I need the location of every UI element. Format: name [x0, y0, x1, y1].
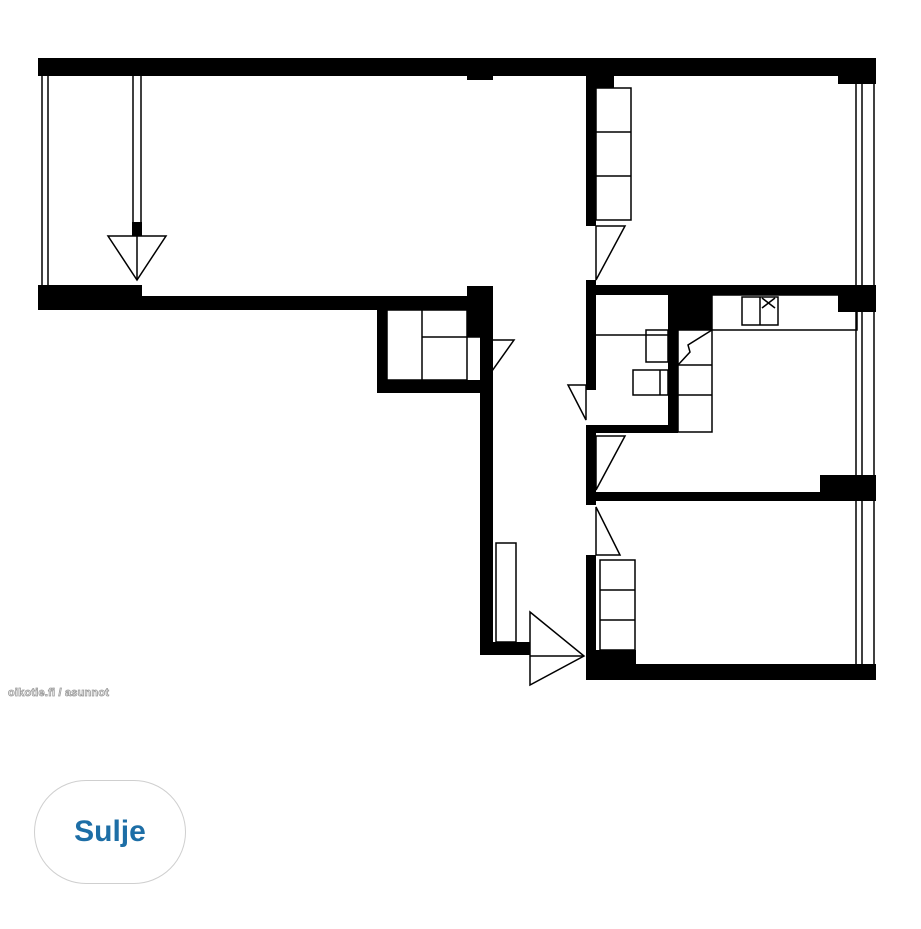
fixtures: [41, 76, 875, 687]
watermark-text: oikotie.fi / asunnot: [8, 687, 110, 700]
walls: [38, 58, 876, 680]
close-button[interactable]: Sulje: [34, 780, 186, 884]
